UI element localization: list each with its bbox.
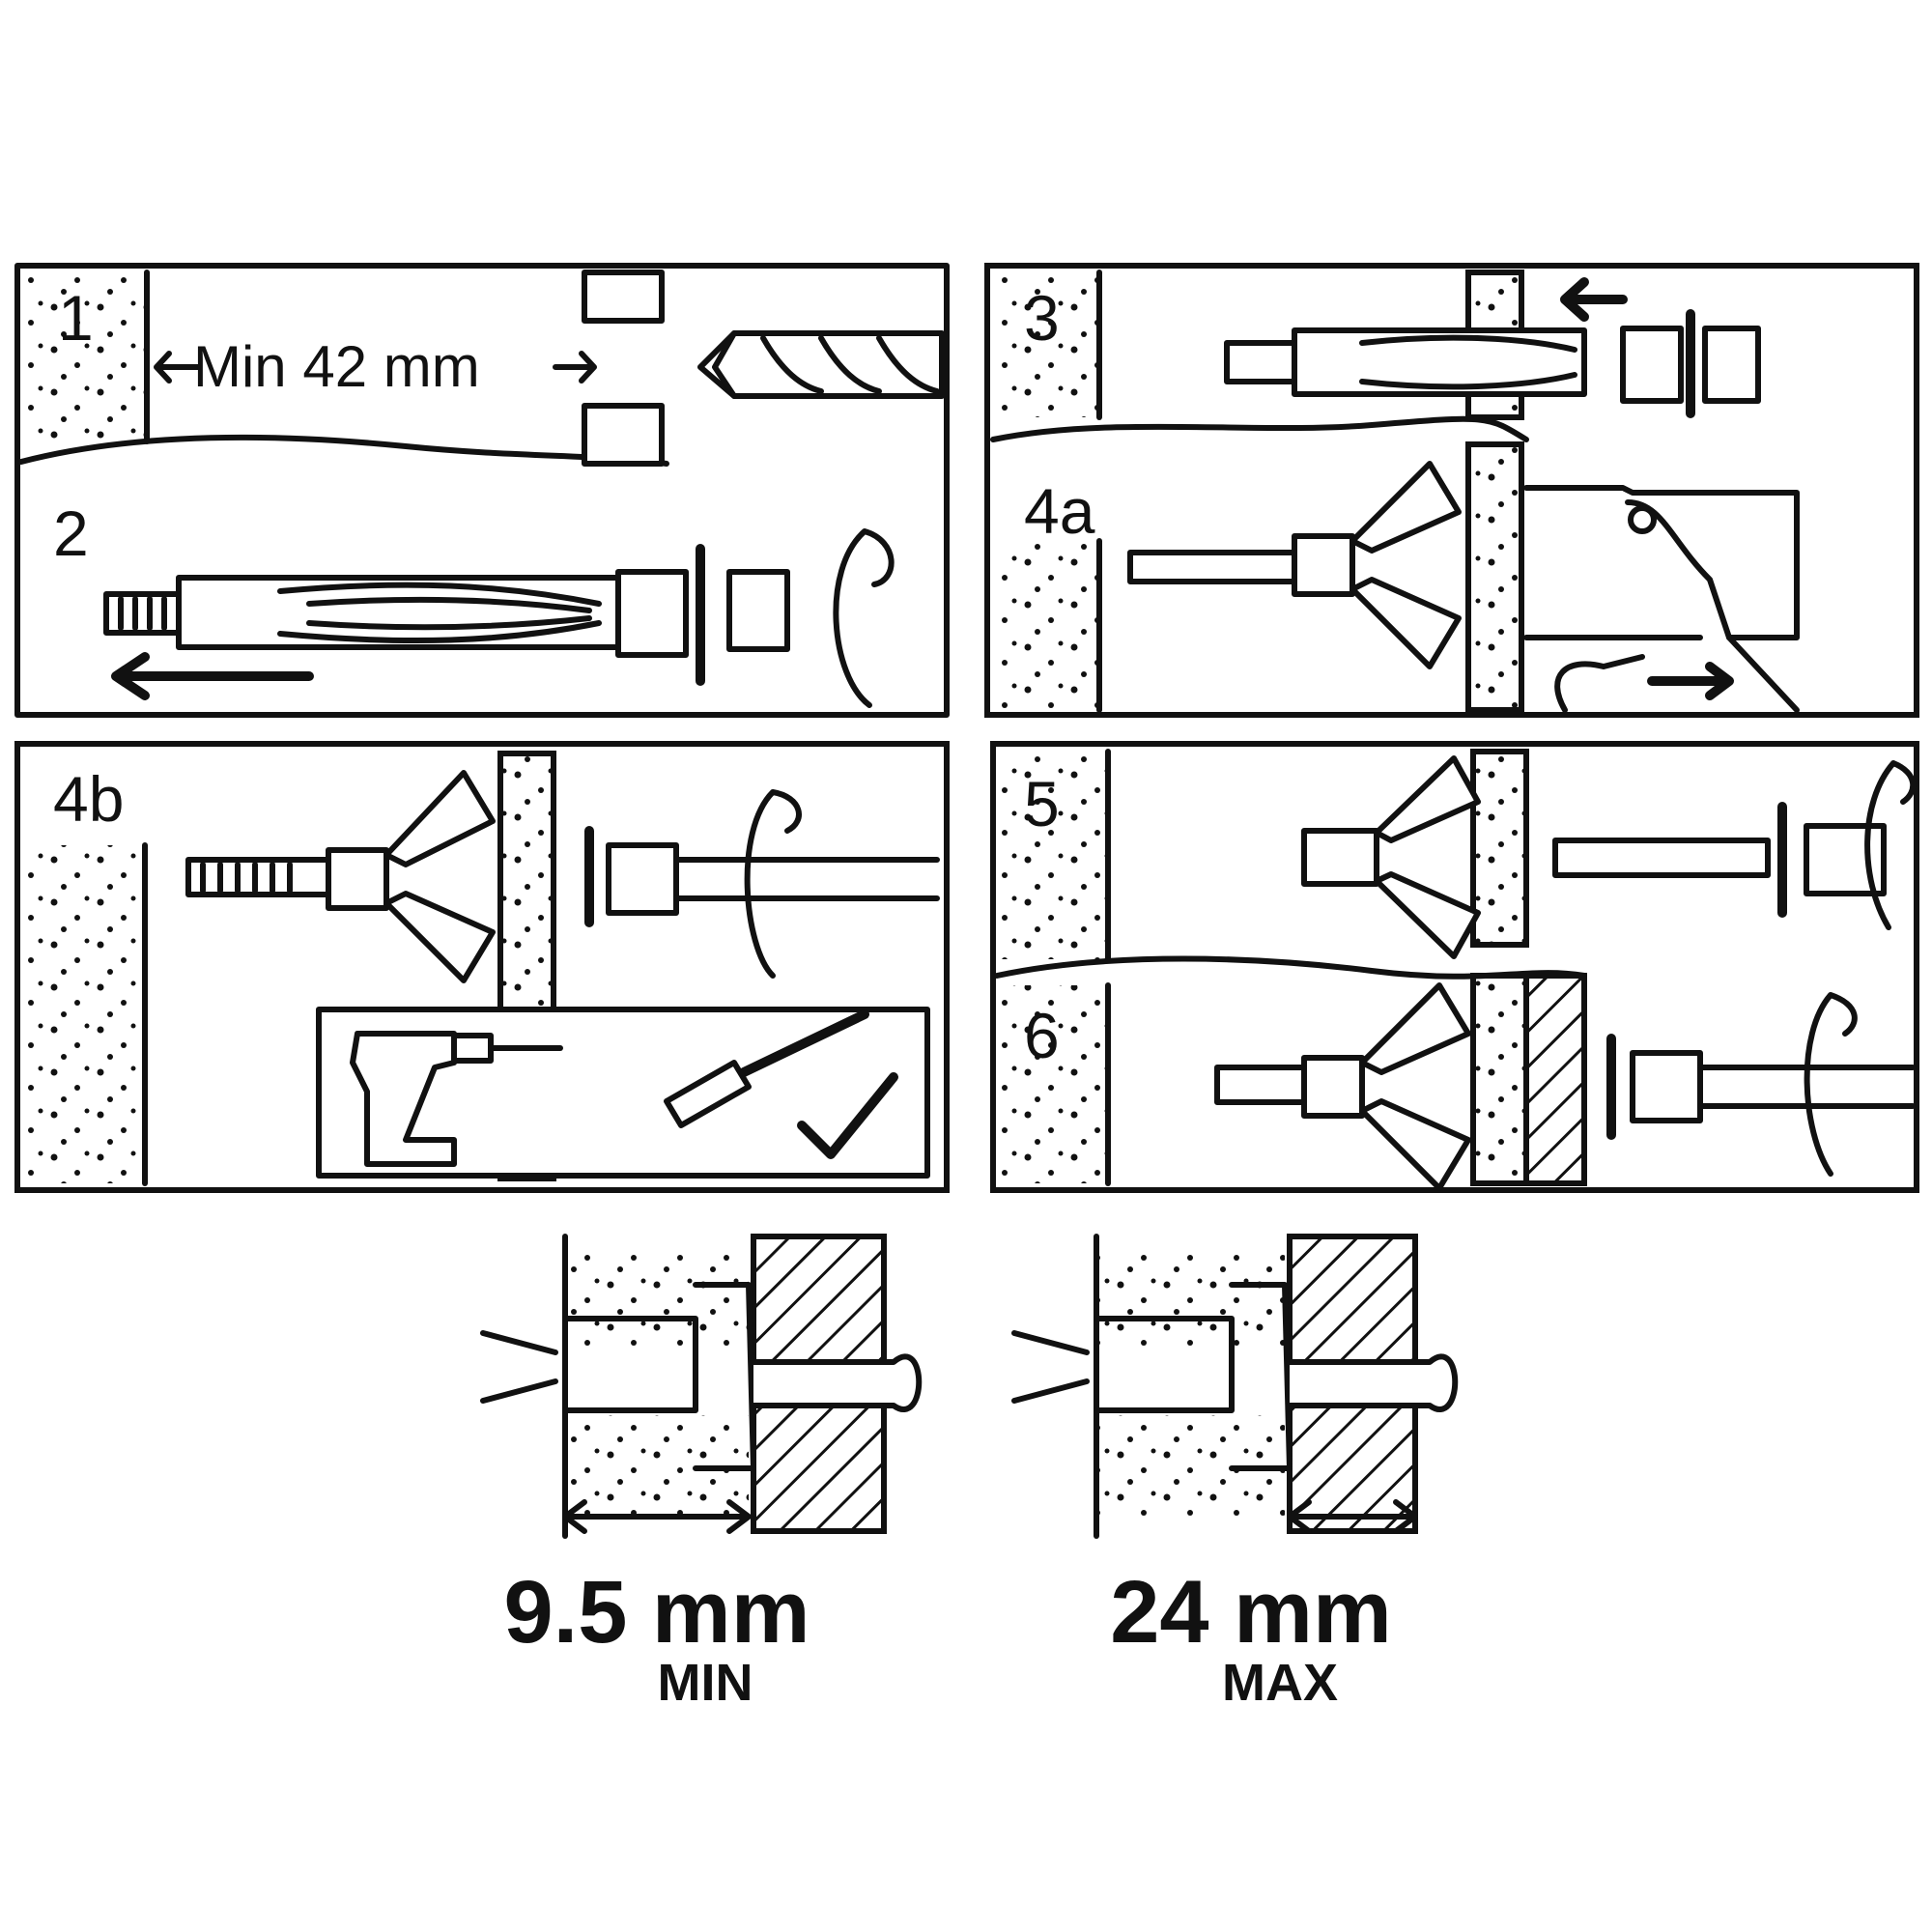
anchor-inserting bbox=[1224, 309, 1761, 418]
rotate-arrow-icon bbox=[1804, 992, 1858, 1177]
rotate-arrow-icon bbox=[833, 528, 895, 708]
push-arrow-icon bbox=[111, 652, 314, 700]
step-4a-number: 4a bbox=[1024, 475, 1095, 547]
max-thickness-value: 24 mm bbox=[1110, 1563, 1392, 1662]
panel-steps-5-6: 5 6 bbox=[990, 741, 1919, 1193]
screwdriver-icon bbox=[584, 826, 940, 927]
fixture-section bbox=[1523, 973, 1587, 1186]
panel-steps-1-2: 1 2 Min 42 mm bbox=[14, 263, 950, 718]
fastened-anchor bbox=[1214, 982, 1916, 1191]
wall-thickness-max: 24 mm MAX bbox=[1011, 1234, 1459, 1712]
masonry-wall bbox=[27, 272, 147, 441]
screwdriver-icon bbox=[664, 1009, 869, 1128]
insert-arrow-icon bbox=[1560, 277, 1628, 322]
min-spacing-label: Min 42 mm bbox=[193, 334, 480, 399]
hollow-wall-anchor-icon bbox=[103, 544, 790, 686]
panel-steps-3-4a: 3 4a bbox=[984, 263, 1919, 718]
setting-tool-icon bbox=[1523, 485, 1800, 713]
cordless-drill-icon bbox=[350, 1031, 563, 1167]
board-section-bottom bbox=[582, 403, 665, 467]
step-6-number: 6 bbox=[1024, 1000, 1060, 1071]
step-5-number: 5 bbox=[1024, 768, 1060, 839]
min-thickness-value: 9.5 mm bbox=[503, 1563, 810, 1662]
expanded-anchor bbox=[1301, 755, 1481, 959]
rotate-arrow-icon bbox=[1864, 760, 1917, 930]
checkmark-icon bbox=[797, 1072, 898, 1159]
expanded-anchor bbox=[185, 770, 496, 983]
min-spacing-dimension: Min 42 mm bbox=[154, 334, 597, 399]
max-thickness-caption: MAX bbox=[1222, 1654, 1338, 1712]
step-2-number: 2 bbox=[53, 497, 89, 569]
panel-step-4b: 4b bbox=[14, 741, 950, 1193]
drill-bit-icon bbox=[697, 330, 945, 399]
expanded-anchor bbox=[1127, 461, 1462, 669]
min-thickness-caption: MIN bbox=[658, 1654, 753, 1712]
step-1-number: 1 bbox=[58, 282, 94, 354]
board-section-top bbox=[582, 270, 665, 324]
wall-thickness-min: 9.5 mm MIN bbox=[480, 1234, 923, 1712]
step-3-number: 3 bbox=[1024, 282, 1060, 354]
rotate-arrow-icon bbox=[744, 789, 802, 979]
step-4b-number: 4b bbox=[53, 763, 124, 835]
removed-screw bbox=[1552, 802, 1887, 918]
